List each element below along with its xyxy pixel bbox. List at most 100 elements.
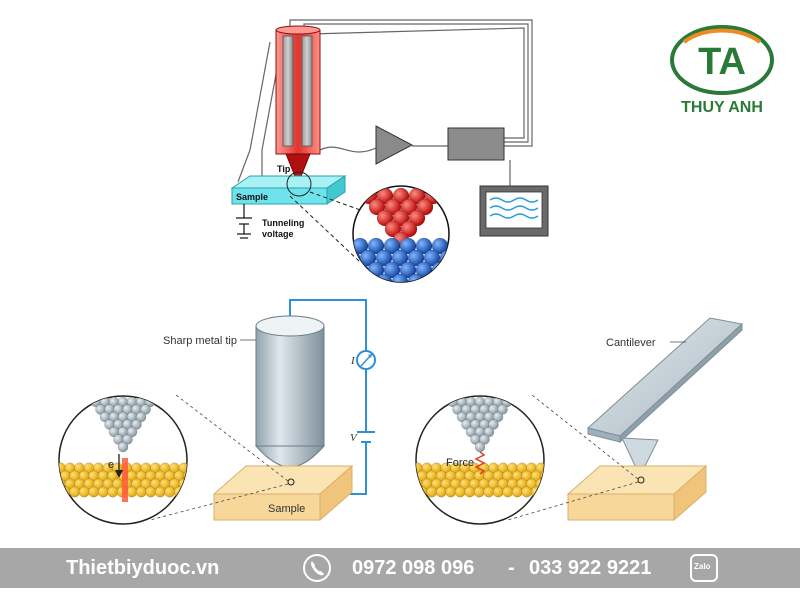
electron-label: e [108, 459, 114, 471]
surface-atom [164, 486, 176, 498]
force-spring-icon [474, 451, 486, 475]
surface-atom [456, 274, 472, 290]
voltage-label: V [350, 432, 358, 444]
microscopy-diagram: TA THUY ANH Tip [46, 19, 774, 525]
surface-atom [431, 261, 449, 279]
surface-atom [426, 486, 438, 498]
surface-atom [188, 479, 198, 489]
afm-cantilever [586, 317, 744, 478]
surface-atom [545, 479, 555, 489]
surface-atom [447, 237, 449, 255]
amplifier-icon [375, 125, 414, 165]
surface-atom [483, 486, 495, 498]
surface-atom [521, 486, 533, 498]
zalo-label: Zalo [694, 562, 711, 571]
surface-atom [416, 478, 423, 490]
tip-focus-ring [286, 171, 312, 197]
monitor-icon [479, 185, 549, 237]
surface-atom [353, 249, 361, 267]
surface-atom [193, 487, 203, 497]
surface-atom [473, 486, 485, 498]
tip-atom [400, 220, 418, 238]
stm-atom-inset [336, 185, 472, 290]
surface-atom [435, 486, 447, 498]
phone-number-2[interactable]: 033 922 9221 [529, 557, 652, 579]
surface-atom [46, 479, 56, 489]
zalo-icon[interactable]: Zalo [690, 554, 718, 582]
tip-atom [126, 426, 138, 438]
tip-atom [117, 441, 129, 453]
stm-schematic: Tip Sample Tunneling voltage [230, 19, 549, 290]
surface-atom [492, 486, 504, 498]
surface-atom [439, 273, 449, 282]
surface-atom [447, 261, 449, 279]
surface-atom [445, 486, 457, 498]
force-label: Force [446, 457, 474, 469]
surface-atom [188, 463, 198, 473]
surface-atom [183, 486, 187, 498]
surface-atom [454, 486, 466, 498]
surface-atom [193, 471, 203, 481]
current-label: I [350, 355, 356, 367]
tip-atom [474, 441, 486, 453]
surface-atom [511, 486, 523, 498]
stm-tip-label: Tip [277, 164, 291, 174]
tunneling-voltage-label-1: Tunneling [262, 218, 304, 228]
piezo-tube [275, 25, 321, 186]
tip-atom [408, 209, 426, 227]
surface-atom [403, 463, 413, 473]
surface-atom [59, 486, 62, 498]
tip-atom [135, 411, 147, 423]
surface-atom [126, 486, 138, 498]
ammeter-icon [356, 350, 376, 370]
stm-panel-sample-label: Sample [268, 503, 305, 515]
surface-atom [391, 273, 409, 282]
surface-atom [550, 471, 560, 481]
stm-sample-block [212, 464, 354, 522]
surface-atom [336, 262, 352, 278]
surface-atom [359, 273, 377, 282]
footer-bar: Thietbiyduoc.vn 0972 098 096 - 033 922 9… [0, 548, 800, 588]
surface-atom [135, 486, 147, 498]
surface-atom [336, 238, 352, 254]
tip-atom [479, 434, 490, 445]
surface-atom [69, 486, 81, 498]
surface-atom [403, 479, 413, 489]
surface-atom [423, 273, 441, 282]
surface-atom [439, 249, 449, 267]
tip-atom [140, 404, 151, 415]
surface-atom [78, 486, 90, 498]
afm-force-inset: Force [403, 395, 560, 525]
tunneling-voltage-label-2: voltage [262, 229, 294, 239]
surface-atom [97, 486, 109, 498]
surface-atom [464, 486, 476, 498]
afm-panel: Cantilever Force [403, 317, 744, 525]
website-link[interactable]: Thietbiyduoc.vn [66, 557, 220, 579]
surface-atom [145, 486, 157, 498]
phone-icon [303, 554, 331, 582]
tip-atom [492, 411, 504, 423]
tip-atom [131, 419, 142, 430]
surface-atom [154, 486, 166, 498]
surface-atom [59, 478, 66, 490]
surface-atom [88, 486, 100, 498]
surface-atom [59, 470, 62, 482]
afm-sample-block [566, 464, 708, 522]
surface-atom [416, 470, 419, 482]
tip-atom [416, 198, 434, 216]
sharp-metal-tip [254, 315, 326, 482]
tunneling-current-beam [122, 458, 128, 502]
tip-atom [483, 426, 495, 438]
phone-separator: - [508, 557, 515, 579]
surface-atom [353, 261, 369, 279]
surface-atom [550, 487, 560, 497]
stm-tunneling-inset: e [46, 395, 203, 525]
surface-atom [416, 486, 419, 498]
sharp-metal-tip-label: Sharp metal tip [163, 335, 237, 347]
surface-atom [456, 250, 472, 266]
tip-atom [122, 434, 133, 445]
phone-number-1[interactable]: 0972 098 096 [352, 557, 475, 579]
cantilever-label: Cantilever [606, 337, 656, 349]
stm-sample-label: Sample [236, 192, 268, 202]
